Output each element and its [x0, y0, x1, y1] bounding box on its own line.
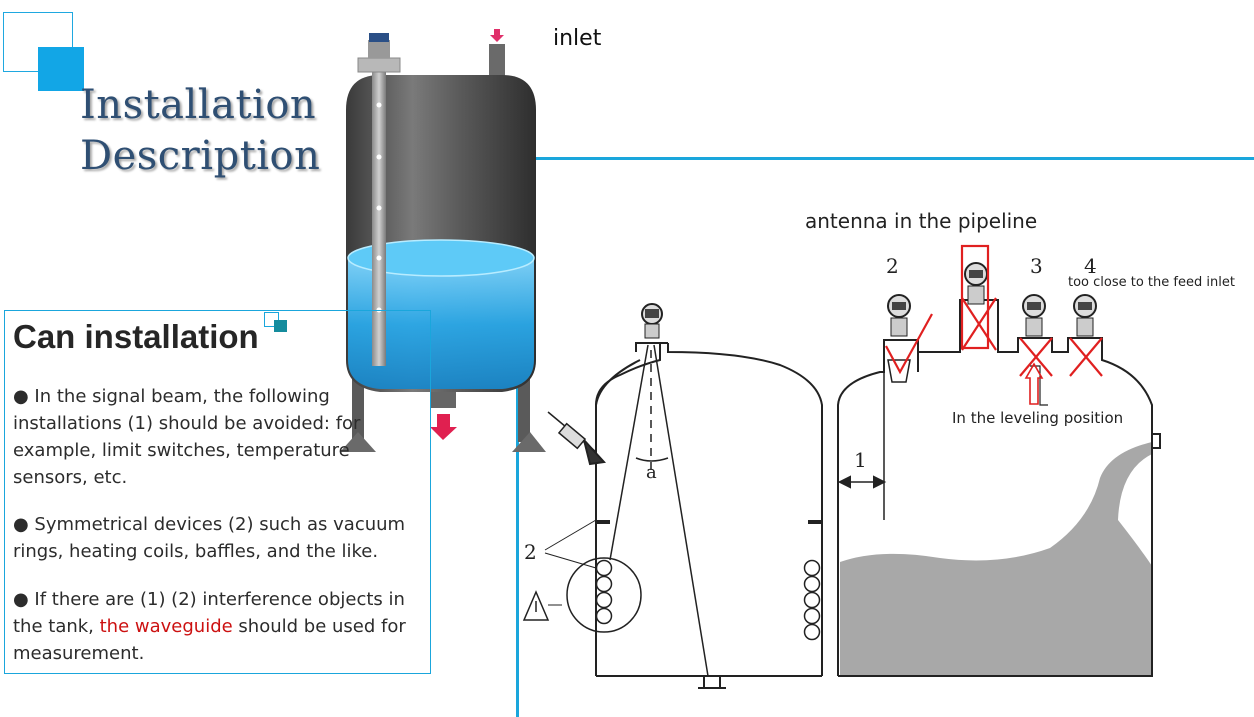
- diagram-frame: [516, 157, 1254, 717]
- inlet-label: inlet: [553, 26, 602, 51]
- tank-diagrams: [340, 29, 1161, 689]
- left-top-sensor: [641, 303, 663, 339]
- leveling-label: In the leveling position: [952, 409, 1124, 427]
- bullet-1: ● In the signal beam, the following inst…: [13, 386, 361, 488]
- schematic-tank-right: [837, 244, 1161, 677]
- sensor-3: [1022, 294, 1046, 337]
- steel-tank: [340, 33, 546, 452]
- bullet-3: ● If there are (1) (2) interference obje…: [13, 586, 423, 667]
- outlet-arrow: [430, 414, 457, 440]
- bullet-3-text: ● If there are (1) (2) interference obje…: [13, 589, 405, 637]
- can-installation-panel: [4, 310, 431, 674]
- too-close-label: too close to the feed inlet: [1068, 275, 1235, 290]
- sensor-4: [1073, 294, 1097, 337]
- title-line-1: Installation: [80, 82, 317, 128]
- slide-title: Installation Description: [80, 80, 320, 182]
- antenna-label: antenna in the pipeline: [805, 209, 1038, 233]
- number-3: 3: [1030, 254, 1043, 278]
- panel-deco-outline: [264, 312, 279, 327]
- left-number-2: 2: [524, 540, 537, 564]
- number-2: 2: [886, 254, 899, 278]
- schematic-tank-left: [522, 342, 823, 689]
- bullet-3-end: should be used for measurement.: [13, 616, 406, 664]
- number-1: 1: [854, 448, 867, 472]
- panel-heading: Can installation: [13, 318, 259, 355]
- bullet-2: ● Symmetrical devices (2) such as vacuum…: [13, 514, 406, 562]
- panel-deco-filled: [274, 320, 287, 332]
- waveguide-highlight: the waveguide: [99, 616, 233, 637]
- corner-filled-square: [38, 47, 84, 91]
- inlet-arrow: [490, 29, 504, 42]
- number-4: 4: [1084, 254, 1097, 278]
- sensor-top: [964, 262, 988, 305]
- angle-label: a: [646, 462, 657, 483]
- error-marks: [885, 244, 1103, 405]
- title-line-2: Description: [80, 133, 321, 179]
